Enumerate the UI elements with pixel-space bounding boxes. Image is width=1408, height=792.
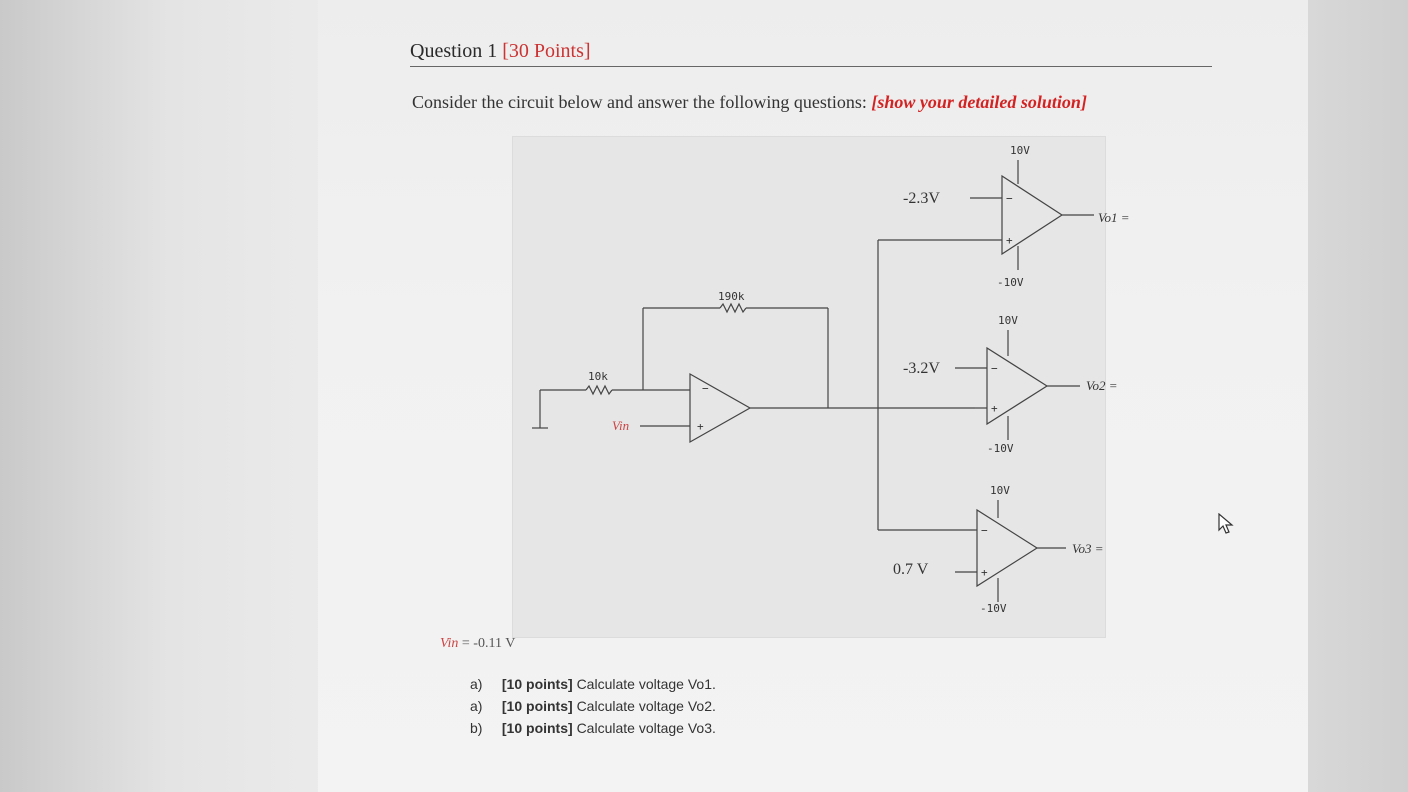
- comp1-ref-label: -2.3V: [903, 190, 940, 207]
- task-label: b): [470, 720, 483, 736]
- comp2-minus-sign: −: [991, 362, 998, 375]
- vin-node-label: Vin: [612, 418, 629, 433]
- question-title: Question 1: [410, 40, 498, 62]
- comp3-vcc-label: 10V: [990, 484, 1010, 497]
- vo1-label: Vo1 =: [1098, 210, 1130, 225]
- task-list: a) [10 points] Calculate voltage Vo1. a)…: [470, 676, 716, 742]
- task-points: [10 points]: [501, 720, 573, 736]
- comp2-vcc-label: 10V: [998, 314, 1018, 327]
- vo3-label: Vo3 =: [1072, 541, 1104, 556]
- circuit-panel: [512, 136, 1106, 638]
- comp3-plus-sign: +: [981, 566, 988, 579]
- task-label: a): [470, 676, 483, 692]
- task-text: Calculate voltage Vo3.: [576, 720, 716, 736]
- given-vin-label: Vin: [440, 636, 459, 651]
- comp3-vee-label: -10V: [980, 602, 1007, 615]
- comp2-vee-label: -10V: [987, 442, 1014, 455]
- op-amp-inverting: [689, 372, 752, 444]
- comp3-minus-sign: −: [981, 524, 988, 537]
- input-resistor: [585, 384, 613, 396]
- question-points: [30 Points]: [502, 40, 591, 62]
- task-label: a): [470, 698, 483, 714]
- comparator-2: [986, 346, 1049, 426]
- amp-minus-sign: −: [702, 382, 709, 395]
- comp2-plus-sign: +: [991, 402, 998, 415]
- question-intro: Consider the circuit below and answer th…: [412, 92, 1087, 113]
- comp1-plus-sign: +: [1006, 234, 1013, 247]
- task-text: Calculate voltage Vo1.: [576, 676, 716, 692]
- intro-highlight: [show your detailed solution]: [871, 92, 1087, 112]
- given-vin-value: = -0.11 V: [461, 636, 516, 651]
- comp1-vcc-label: 10V: [1010, 144, 1030, 157]
- comp1-vee-label: -10V: [997, 276, 1024, 289]
- task-item: a) [10 points] Calculate voltage Vo1.: [470, 676, 716, 698]
- comparator-3: [976, 508, 1039, 588]
- task-points: [10 points]: [501, 698, 573, 714]
- intro-text: Consider the circuit below and answer th…: [412, 92, 867, 112]
- comparator-1: [1001, 174, 1064, 256]
- given-vin: Vin = -0.11 V: [440, 636, 515, 652]
- question-heading: Question 1 [30 Points]: [410, 40, 591, 63]
- mouse-pointer-icon: [1218, 513, 1234, 534]
- feedback-resistor: [719, 302, 747, 314]
- amp-plus-sign: +: [697, 420, 704, 433]
- task-item: b) [10 points] Calculate voltage Vo3.: [470, 720, 716, 742]
- heading-divider: [410, 66, 1212, 67]
- input-resistor-label: 10k: [588, 370, 608, 383]
- comp1-minus-sign: −: [1006, 192, 1013, 205]
- feedback-resistor-label: 190k: [718, 290, 745, 303]
- task-text: Calculate voltage Vo2.: [576, 698, 716, 714]
- task-item: a) [10 points] Calculate voltage Vo2.: [470, 698, 716, 720]
- vo2-label: Vo2 =: [1086, 378, 1118, 393]
- comp2-ref-label: -3.2V: [903, 360, 940, 377]
- comp3-ref-label: 0.7 V: [893, 561, 929, 578]
- task-points: [10 points]: [501, 676, 573, 692]
